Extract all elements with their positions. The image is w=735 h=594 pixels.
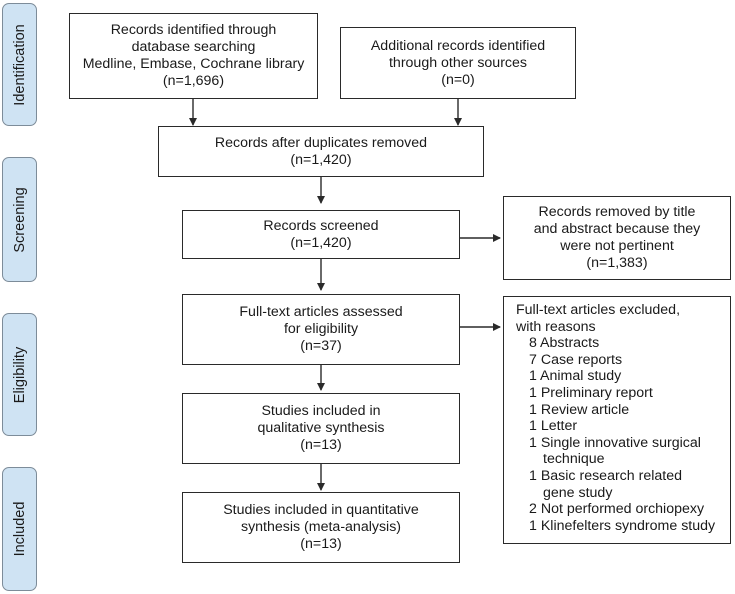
excluded-reason: 2 Not performed orchiopexy (529, 501, 705, 518)
excluded-reason: 1 Animal study (529, 368, 622, 385)
box-count: (n=1,420) (290, 151, 352, 168)
excluded-reason: 8 Abstracts (529, 335, 600, 352)
box-records-identified-database: Records identified through database sear… (69, 13, 318, 99)
box-line: for eligibility (283, 321, 359, 337)
excluded-reason: 1 Letter (529, 418, 578, 435)
box-line: Additional records identified (370, 37, 546, 54)
excluded-reason-continued: technique (543, 451, 605, 468)
box-count: (n=0) (441, 71, 475, 88)
box-line: Records screened (263, 217, 379, 234)
stage-screening: Screening (2, 157, 37, 282)
excluded-header-line: with reasons (516, 318, 596, 335)
box-count: (n=1,420) (290, 234, 352, 251)
box-count: (n=1,383) (586, 255, 648, 271)
box-line: and abstract because they (533, 221, 701, 237)
box-line: Records identified through (110, 22, 277, 38)
box-additional-records: Additional records identified through ot… (340, 27, 576, 99)
box-line: qualitative synthesis (257, 420, 385, 436)
box-qualitative-synthesis: Studies included in qualitative synthesi… (182, 393, 460, 464)
excluded-reason-continued: gene study (543, 484, 613, 501)
box-line: were not pertinent (560, 238, 674, 254)
box-line: database searching (131, 39, 256, 55)
box-line: synthesis (meta-analysis) (240, 519, 402, 535)
box-line: Studies included in (261, 403, 381, 419)
excluded-header-line: Full-text articles excluded, (516, 302, 681, 318)
stage-identification: Identification (2, 3, 37, 126)
box-line: Full-text articles assessed (239, 304, 403, 320)
excluded-reason: 1 Review article (529, 401, 630, 418)
box-fulltext-excluded: Full-text articles excluded, with reason… (503, 296, 731, 544)
excluded-reason: 7 Case reports (529, 351, 623, 368)
box-line: Records after duplicates removed (214, 134, 428, 151)
box-count: (n=13) (300, 536, 342, 552)
box-count: (n=1,696) (162, 73, 225, 89)
box-records-after-duplicates: Records after duplicates removed (n=1,42… (158, 126, 484, 177)
excluded-reason: 1 Single innovative surgical (529, 434, 701, 451)
box-records-removed: Records removed by title and abstract be… (503, 196, 731, 280)
box-records-screened: Records screened (n=1,420) (182, 210, 460, 259)
box-fulltext-assessed: Full-text articles assessed for eligibil… (182, 294, 460, 365)
box-count: (n=37) (300, 338, 342, 354)
box-line: through other sources (388, 54, 528, 71)
box-line: Medline, Embase, Cochrane library (82, 56, 305, 72)
excluded-reason: 1 Preliminary report (529, 384, 653, 401)
box-count: (n=13) (300, 437, 342, 453)
box-line: Records removed by title (538, 204, 696, 220)
box-line: Studies included in quantitative (223, 502, 419, 518)
stage-included: Included (2, 467, 37, 591)
stage-eligibility: Eligibility (2, 313, 37, 436)
excluded-reason: 1 Basic research related (529, 467, 682, 484)
box-quantitative-synthesis: Studies included in quantitative synthes… (182, 492, 460, 563)
excluded-reason: 1 Klinefelters syndrome study (529, 517, 716, 534)
